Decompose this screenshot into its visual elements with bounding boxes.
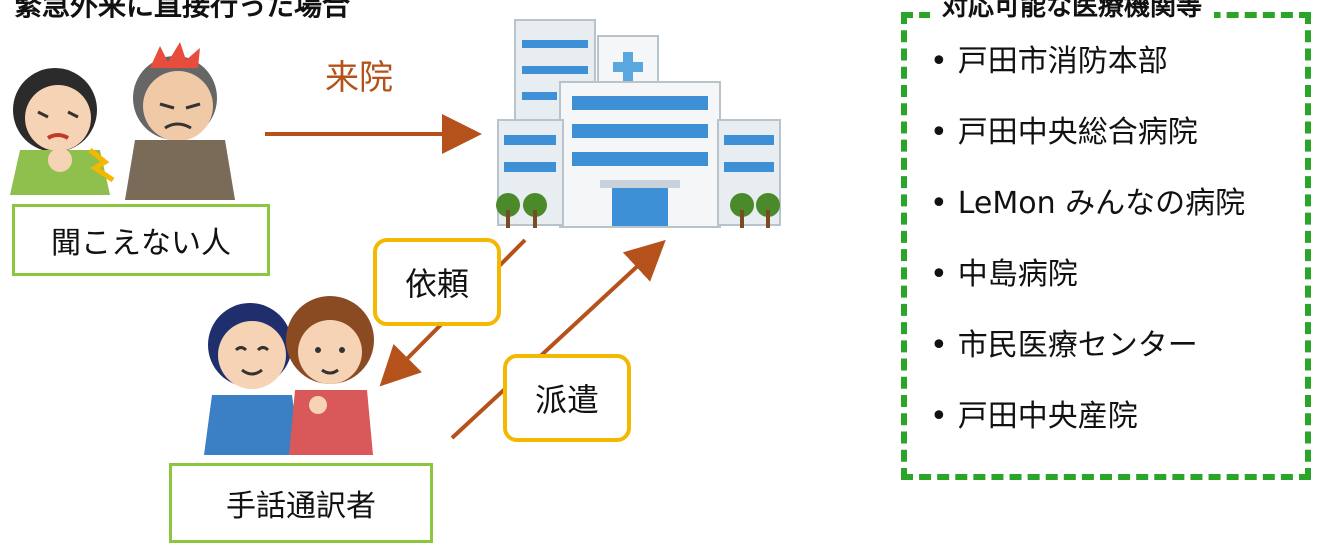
deaf-person-label: 聞こえない人 [12,204,270,276]
list-item: 市民医療センター [930,324,1245,395]
diagram-caption: 緊急外来に直接行った場合 [14,0,351,22]
list-item: LeMon みんなの病院 [930,182,1245,253]
list-item: 戸田中央産院 [930,395,1245,466]
facilities-list: 戸田市消防本部 戸田中央総合病院 LeMon みんなの病院 中島病院 市民医療セ… [930,40,1245,466]
dispatch-label: 派遣 [503,354,631,442]
list-item: 戸田市消防本部 [930,40,1245,111]
diagram-illustration [10,19,781,455]
arrow-dispatch [450,239,666,440]
hospital-illustration [496,19,781,228]
visit-label: 来院 [325,58,393,98]
list-item: 中島病院 [930,253,1245,324]
interpreter-label: 手話通訳者 [169,463,433,543]
facilities-panel-title: 対応可能な医療機関等 [930,0,1215,23]
interpreters-illustration [204,296,374,455]
list-item: 戸田中央総合病院 [930,111,1245,182]
patients-illustration [10,42,235,200]
request-label: 依頼 [373,238,501,326]
